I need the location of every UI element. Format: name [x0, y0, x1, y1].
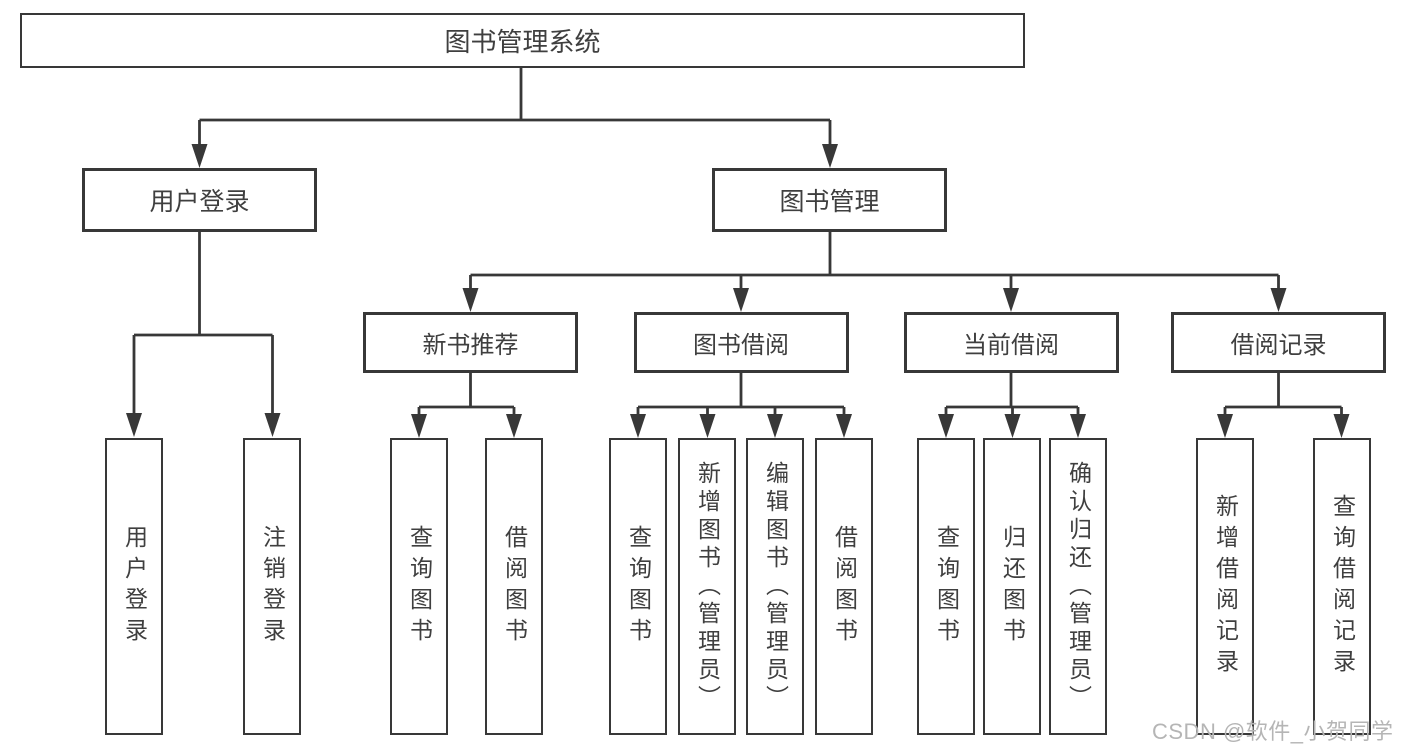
node-borrowing-records: 借阅记录 [1171, 312, 1386, 373]
leaf-borrow-books-recommend: 借阅图书 [485, 438, 543, 735]
leaf-add-borrow-record: 新增借阅记录 [1196, 438, 1254, 735]
arrow-icon [836, 407, 852, 438]
node-new-book-recommendation: 新书推荐 [363, 312, 578, 373]
arrow-icon [1217, 407, 1233, 438]
connector-root-to-level2 [199, 68, 830, 122]
connector-records-to-leaves [1225, 373, 1342, 409]
leaf-logout: 注销登录 [243, 438, 301, 735]
node-user-login: 用户登录 [82, 168, 317, 232]
node-book-management: 图书管理 [712, 168, 947, 232]
arrow-icon [822, 120, 838, 168]
arrow-icon [767, 407, 783, 438]
arrow-icon [630, 407, 646, 438]
arrow-icon [733, 275, 749, 312]
arrow-icon [699, 407, 716, 438]
arrow-icon [1004, 407, 1021, 438]
leaf-query-books-recommend: 查询图书 [390, 438, 448, 735]
arrow-icon [1270, 275, 1287, 312]
arrow-icon [462, 275, 479, 312]
arrow-icon [1070, 407, 1086, 438]
arrow-icon [264, 335, 281, 437]
connector-newbook-to-leaves [419, 373, 514, 409]
node-current-borrowing: 当前借阅 [903, 312, 1119, 373]
connector-bookmgmt-to-level3 [470, 232, 1279, 277]
leaf-user-login: 用户登录 [105, 438, 163, 735]
leaf-borrow-books-borrowing: 借阅图书 [815, 438, 873, 735]
leaf-query-books-borrowing: 查询图书 [609, 438, 667, 735]
arrow-icon [126, 335, 142, 437]
leaf-edit-books-admin: 编辑图书（管理员） [746, 438, 804, 735]
node-library-management-system: 图书管理系统 [20, 13, 1025, 68]
watermark: CSDN @软件_小贺同学 [1152, 719, 1394, 744]
arrow-icon [411, 407, 427, 438]
connector-borrowing-to-leaves [638, 373, 844, 409]
leaf-confirm-return-admin: 确认归还（管理员） [1049, 438, 1107, 735]
arrow-icon [1003, 275, 1019, 312]
leaf-add-books-admin: 新增图书（管理员） [678, 438, 736, 735]
arrow-icon [1333, 407, 1350, 438]
arrow-icon [506, 407, 522, 438]
leaf-query-books-current: 查询图书 [917, 438, 975, 735]
arrow-icon [938, 407, 954, 438]
leaf-return-books: 归还图书 [983, 438, 1041, 735]
node-book-borrowing: 图书借阅 [633, 312, 849, 373]
leaf-query-borrow-record: 查询借阅记录 [1313, 438, 1371, 735]
connector-userlogin-to-leaves [134, 232, 273, 337]
connector-current-to-leaves [946, 373, 1078, 409]
arrow-icon [191, 120, 208, 168]
